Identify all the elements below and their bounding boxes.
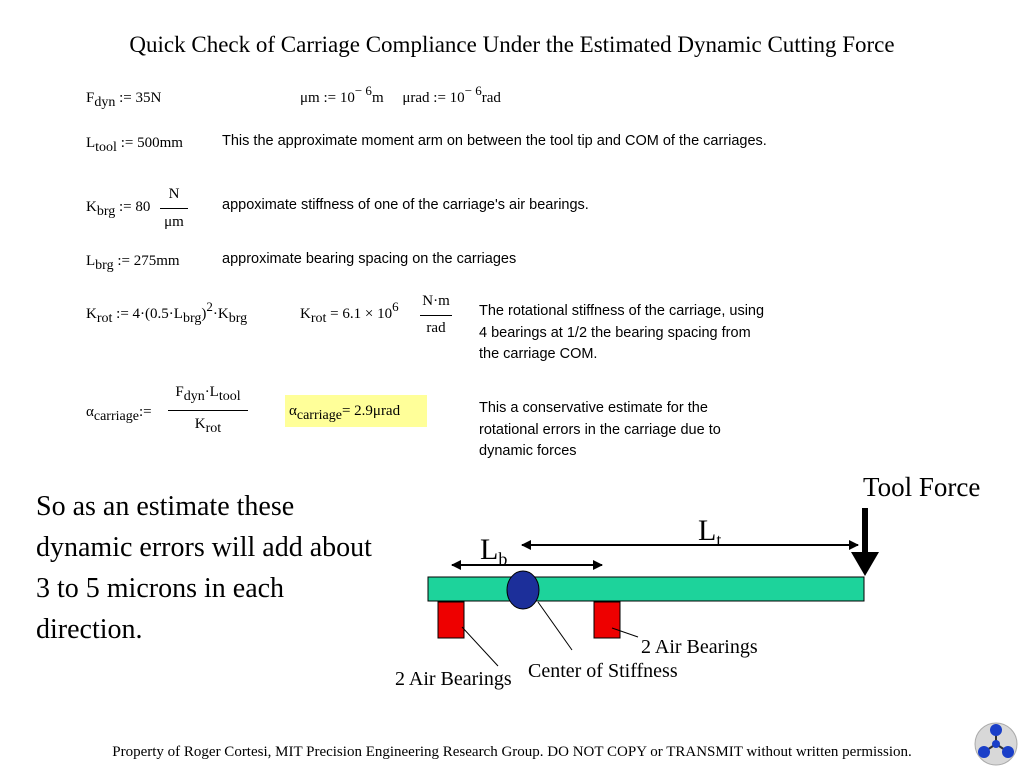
- carriage-beam: [427, 576, 865, 602]
- leader-right-bearings: [611, 627, 639, 638]
- alpha-denominator: Krot: [194, 416, 222, 436]
- note-lbrg: approximate bearing spacing on the carri…: [222, 251, 517, 267]
- eq-kbrg: Kbrg := 80: [86, 199, 151, 219]
- air-bearing-right: [593, 601, 621, 639]
- note-ltool: This the approximate moment arm on betwe…: [222, 133, 767, 149]
- alpha-result-highlight: αcarriage= 2.9μrad: [285, 395, 427, 427]
- krot-numerator: N·m: [422, 293, 450, 309]
- center-of-stiffness-marker: [506, 570, 540, 610]
- molecule-logo-icon: [974, 722, 1018, 766]
- alpha-fraction-bar: [168, 410, 248, 411]
- tool-force-label: Tool Force: [863, 472, 981, 502]
- eq-unit-defs: μm := 10− 6m μrad := 10− 6rad: [300, 83, 501, 106]
- eq-fdyn: Fdyn := 35N: [86, 90, 162, 110]
- krot-fraction-bar: [420, 315, 452, 316]
- lt-label: Lt: [698, 514, 722, 550]
- copyright-footer: Property of Roger Cortesi, MIT Precision…: [112, 744, 912, 760]
- alpha-numerator: Fdyn·Ltool: [175, 384, 241, 404]
- leader-center: [537, 601, 573, 651]
- center-of-stiffness-label: Center of Stiffness: [528, 660, 678, 682]
- eq-alpha: αcarriage:=: [86, 404, 152, 424]
- krot-denominator: rad: [426, 320, 446, 336]
- page-title: Quick Check of Carriage Compliance Under…: [129, 32, 895, 57]
- note-kbrg: appoximate stiffness of one of the carri…: [222, 197, 589, 213]
- note-krot: The rotational stiffness of the carriage…: [479, 303, 765, 362]
- leader-left-bearings: [461, 626, 499, 667]
- note-alpha: This a conservative estimate for the rot…: [479, 400, 721, 459]
- conclusion-text: So as an estimate these dynamic errors w…: [36, 491, 372, 645]
- eq-krot-result: Krot = 6.1 × 106: [300, 299, 399, 326]
- kbrg-denominator: μm: [164, 214, 184, 230]
- air-bearings-right-label: 2 Air Bearings: [641, 636, 758, 658]
- kbrg-fraction-bar: [160, 208, 188, 209]
- eq-krot: Krot := 4·(0.5·Lbrg)2·Kbrg: [86, 299, 248, 326]
- eq-lbrg: Lbrg := 275mm: [86, 253, 180, 273]
- eq-ltool: Ltool := 500mm: [86, 135, 183, 155]
- tool-force-arrowhead: [851, 552, 879, 576]
- kbrg-numerator: N: [168, 186, 180, 202]
- lb-label: Lb: [480, 533, 508, 569]
- air-bearings-left-label: 2 Air Bearings: [395, 668, 512, 690]
- air-bearing-left: [437, 601, 465, 639]
